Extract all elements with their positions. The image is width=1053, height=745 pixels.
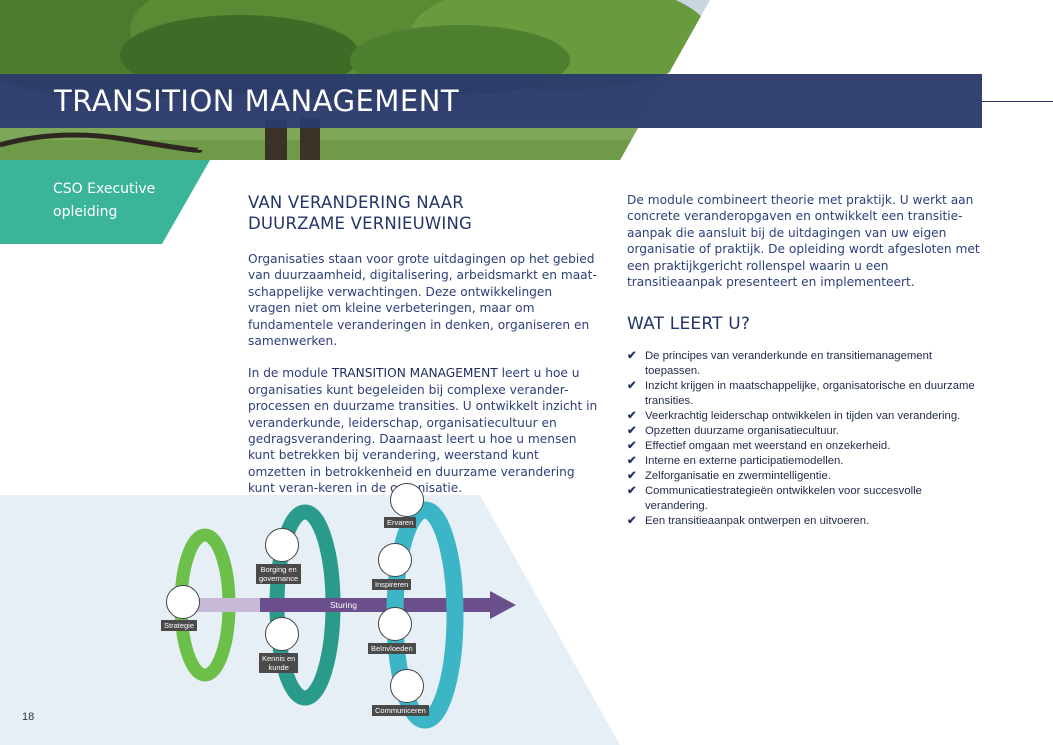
arrow-shaft	[260, 598, 490, 612]
list-item: ✔ Communicatiestrategieën ontwikkelen voo…	[627, 484, 987, 514]
title-band	[0, 74, 982, 128]
left-column: VAN VERANDERING NAAR DUURZAME VERNIEUWIN…	[248, 192, 598, 513]
heading-line1: VAN VERANDERING NAAR	[248, 193, 464, 212]
label-borging-line2: governance	[259, 574, 299, 583]
check-icon: ✔	[627, 425, 637, 438]
graduation-cap-icon	[265, 617, 299, 651]
presentation-icon	[390, 669, 424, 703]
org-chart-icon	[265, 528, 299, 562]
label-ervaren: Ervaren	[384, 517, 417, 528]
check-icon: ✔	[627, 350, 637, 363]
check-icon: ✔	[627, 380, 637, 393]
program-tag-text: CSO Executive opleiding	[53, 178, 193, 224]
page-number: 18	[22, 711, 35, 723]
tag-line2: opleiding	[53, 204, 118, 220]
arrow-tail	[190, 598, 260, 612]
diagram-background	[0, 495, 620, 745]
lightbulb-icon	[378, 543, 412, 577]
module-paragraph: In de module TRANSITION MANAGEMENT leert…	[248, 365, 598, 496]
label-strategie: Strategie	[161, 620, 198, 631]
page-title: TRANSITION MANAGEMENT	[54, 84, 460, 118]
list-item: ✔ Inzicht krijgen in maatschappelijke, or…	[627, 379, 987, 409]
heading-line2: DUURZAME VERNIEUWING	[248, 214, 473, 233]
list-item-text: Inzicht krijgen in maatschappelijke, org…	[645, 380, 975, 408]
list-item: ✔ De principes van veranderkunde en trans…	[627, 349, 987, 379]
label-kennis-line1: Kennis en	[262, 654, 296, 663]
arrow-head	[490, 591, 516, 619]
check-icon: ✔	[627, 515, 637, 528]
program-tag	[0, 160, 210, 244]
head-gears-icon	[378, 607, 412, 641]
label-beinvloeden: Beïnvloeden	[368, 643, 416, 654]
intro-paragraph: Organisaties staan voor grote uitdaginge…	[248, 252, 597, 349]
list-item: ✔ Veerkrachtig leiderschap ontwikkelen in…	[627, 409, 987, 424]
arrow-label: Sturing	[330, 600, 357, 610]
module-name: TRANSITION MANAGEMENT	[331, 366, 498, 381]
learning-list: ✔ De principes van veranderkunde en trans…	[627, 349, 987, 529]
list-item: ✔ Interne en externe participatiemodellen…	[627, 454, 987, 469]
section-heading: VAN VERANDERING NAAR DUURZAME VERNIEUWIN…	[248, 192, 598, 234]
label-kennis-line2: kunde	[268, 663, 289, 672]
label-inspireren: Inspireren	[372, 579, 412, 590]
list-item: ✔ Een transitieaanpak ontwerpen en uitvoe…	[627, 514, 987, 529]
compass-icon	[166, 585, 200, 619]
list-item: ✔ Effectief omgaan met weerstand en onzek…	[627, 439, 987, 454]
tag-line1: CSO Executive	[53, 181, 156, 197]
list-item-text: Zelforganisatie en zwermintelligentie.	[645, 470, 831, 483]
list-item-text: Interne en externe participatiemodellen.	[645, 455, 844, 468]
header-rule	[982, 101, 1053, 102]
check-icon: ✔	[627, 485, 637, 498]
list-item-text: Veerkrachtig leiderschap ontwikkelen in …	[645, 410, 961, 423]
mountain-flag-icon	[390, 483, 424, 517]
practice-paragraph: De module combineert theorie met praktij…	[627, 193, 980, 290]
check-icon: ✔	[627, 455, 637, 468]
label-communiceren: Communiceren	[372, 705, 429, 716]
label-borging-line1: Borging en	[260, 565, 297, 574]
list-item: ✔ Opzetten duurzame organisatiecultuur.	[627, 424, 987, 439]
list-item-text: Een transitieaanpak ontwerpen en uitvoer…	[645, 515, 870, 528]
check-icon: ✔	[627, 470, 637, 483]
list-item-text: Effectief omgaan met weerstand en onzeke…	[645, 440, 891, 453]
list-item-text: Communicatiestrategieën ontwikkelen voor…	[645, 485, 922, 513]
diagram-graphic: Sturing	[0, 495, 620, 745]
list-item: ✔ Zelforganisatie en zwermintelligentie.	[627, 469, 987, 484]
check-icon: ✔	[627, 440, 637, 453]
list-item-text: De principes van veranderkunde en transi…	[645, 350, 932, 378]
p2-after: leert u hoe u organisaties kunt begeleid…	[248, 366, 598, 496]
right-column: De module combineert theorie met praktij…	[627, 192, 987, 529]
list-item-text: Opzetten duurzame organisatiecultuur.	[645, 425, 840, 438]
learning-heading: WAT LEERT U?	[627, 314, 751, 335]
check-icon: ✔	[627, 410, 637, 423]
p2-before: In de module	[248, 366, 332, 381]
